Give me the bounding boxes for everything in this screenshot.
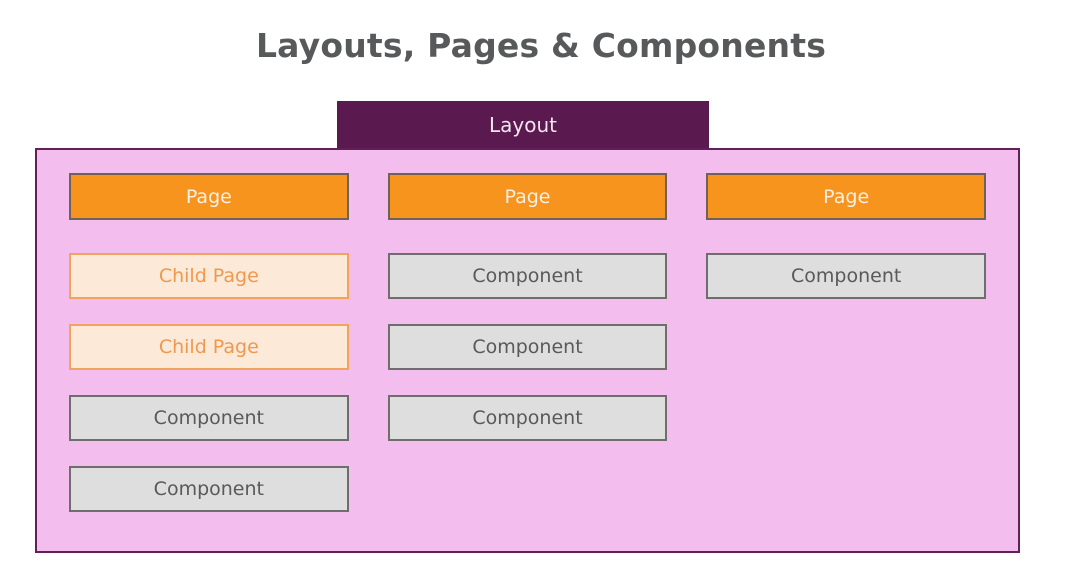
component-box: Component	[69, 395, 349, 441]
page-header-box: Page	[69, 173, 349, 220]
page-header-box: Page	[387, 173, 668, 220]
diagram-title: Layouts, Pages & Components	[255, 26, 827, 65]
layout-tab-label: Layout	[489, 112, 557, 137]
child-page-box: Child Page	[69, 253, 349, 299]
layout-tab: Layout	[337, 101, 709, 148]
child-page-box: Child Page	[69, 324, 349, 370]
page-header-box: Page	[706, 173, 987, 220]
component-box: Component	[69, 466, 349, 512]
component-box: Component	[387, 253, 668, 299]
component-box: Component	[387, 324, 668, 370]
component-box: Component	[387, 395, 668, 441]
component-box: Component	[706, 253, 987, 299]
